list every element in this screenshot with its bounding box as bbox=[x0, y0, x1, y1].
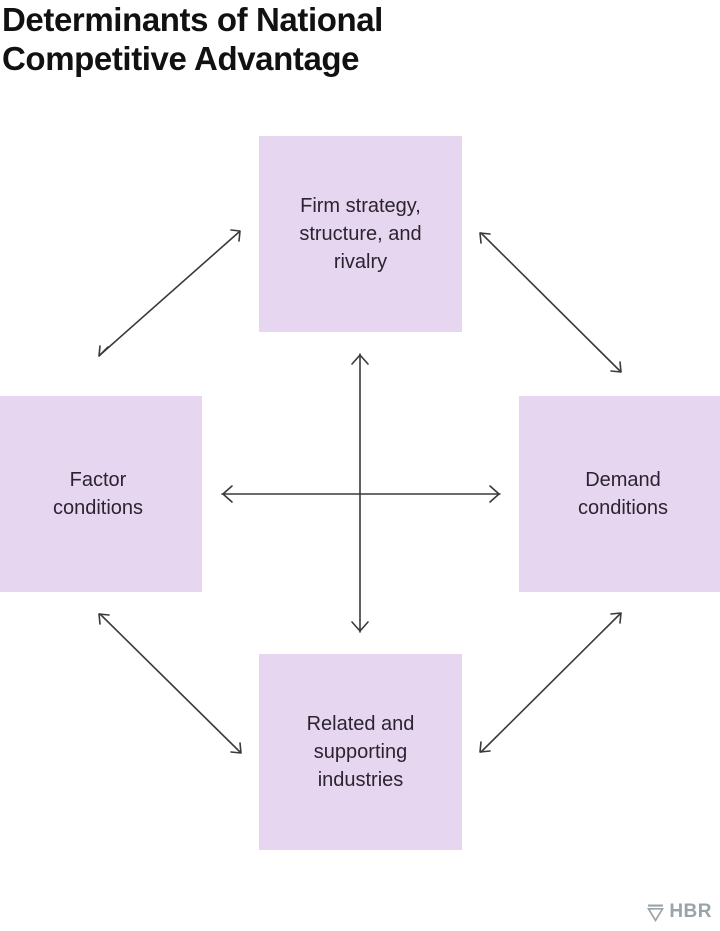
node-demand-conditions-label: Demand conditions bbox=[577, 469, 669, 519]
arrow-factor-conditions-demand-conditions bbox=[221, 485, 501, 503]
node-firm-strategy-label: Firm strategy, structure, and rivalry bbox=[299, 195, 422, 273]
arrow-firm-strategy-related-industries bbox=[351, 353, 369, 633]
node-demand-conditions: Demand conditions bbox=[519, 396, 720, 592]
node-factor-conditions: Factor conditions bbox=[0, 396, 202, 592]
page-title: Determinants of National Competitive Adv… bbox=[2, 1, 383, 77]
arrow-factor-conditions-related-industries bbox=[98, 613, 242, 754]
arrow-firm-strategy-factor-conditions bbox=[98, 229, 241, 357]
node-factor-conditions-label: Factor conditions bbox=[52, 469, 144, 519]
node-related-industries: Related and supporting industries bbox=[259, 654, 462, 850]
arrow-firm-strategy-demand-conditions bbox=[479, 232, 622, 373]
arrow-demand-conditions-related-industries bbox=[479, 612, 622, 753]
hbr-wordmark: HBR bbox=[669, 901, 712, 922]
node-related-industries-label: Related and supporting industries bbox=[306, 713, 415, 791]
hbr-funnel-icon bbox=[647, 903, 665, 922]
hbr-logo: HBR bbox=[647, 901, 712, 923]
node-firm-strategy: Firm strategy, structure, and rivalry bbox=[259, 136, 462, 332]
